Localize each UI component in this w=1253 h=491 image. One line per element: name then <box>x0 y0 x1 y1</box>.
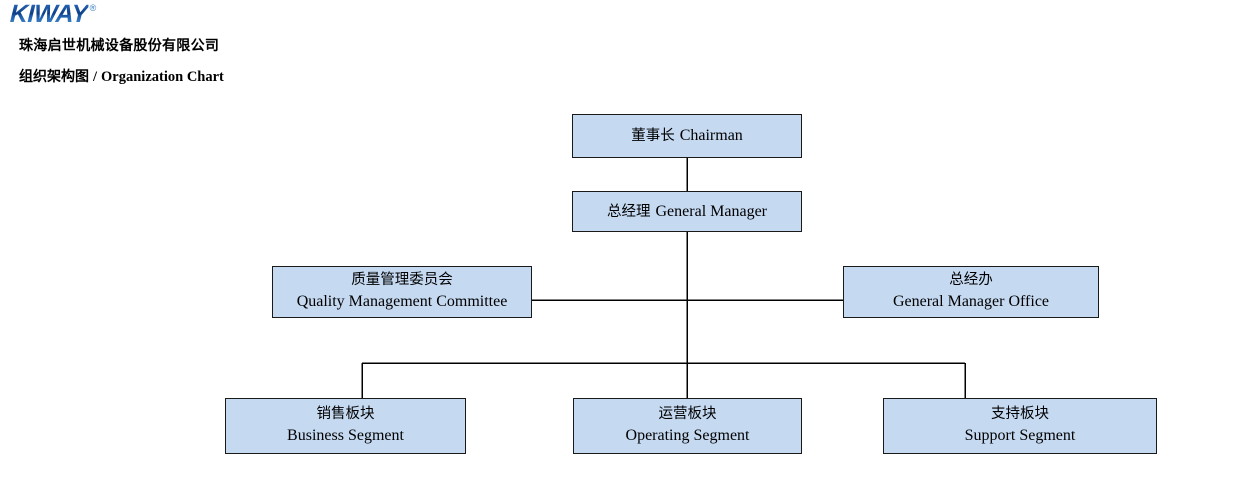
node-quality-management-committee-label-en: Quality Management Committee <box>296 293 508 311</box>
page-title-separator: / <box>93 69 98 85</box>
node-support-segment-label-cn: 支持板块 <box>991 406 1049 423</box>
node-general-manager-label-cn: 总经理 <box>607 203 651 220</box>
node-general-manager-office-label-en: General Manager Office <box>892 293 1050 311</box>
node-business-segment-label-cn: 销售板块 <box>316 406 375 423</box>
registered-trademark-icon: ® <box>89 3 97 13</box>
node-business-segment-label-en: Business Segment <box>287 427 404 445</box>
company-name: 珠海启世机械设备股份有限公司 <box>19 38 220 54</box>
node-quality-management-committee[interactable]: 质量管理委员会 Quality Management Committee <box>272 266 532 318</box>
node-general-manager-label-en: General Manager <box>655 202 768 220</box>
node-chairman[interactable]: 董事长 Chairman <box>572 114 802 158</box>
node-general-manager-office[interactable]: 总经办 General Manager Office <box>843 266 1099 318</box>
page-title: 组织架构图/Organization Chart <box>19 66 224 86</box>
node-business-segment[interactable]: 销售板块 Business Segment <box>225 398 466 454</box>
node-operating-segment-label-en: Operating Segment <box>625 427 750 445</box>
node-operating-segment[interactable]: 运营板块 Operating Segment <box>573 398 802 454</box>
page-title-en: Organization Chart <box>101 69 224 85</box>
node-chairman-label-cn: 董事长 <box>631 128 675 145</box>
node-support-segment[interactable]: 支持板块 Support Segment <box>883 398 1157 454</box>
node-chairman-label-en: Chairman <box>679 127 743 145</box>
node-general-manager-office-label-cn: 总经办 <box>949 272 993 289</box>
node-quality-management-committee-label-cn: 质量管理委员会 <box>351 272 453 289</box>
kiway-logo-icon: KIWAY ® <box>9 0 97 28</box>
page-title-cn: 组织架构图 <box>19 69 89 85</box>
node-support-segment-label-en: Support Segment <box>964 427 1076 445</box>
node-general-manager[interactable]: 总经理 General Manager <box>572 191 802 232</box>
node-operating-segment-label-cn: 运营板块 <box>658 406 717 423</box>
